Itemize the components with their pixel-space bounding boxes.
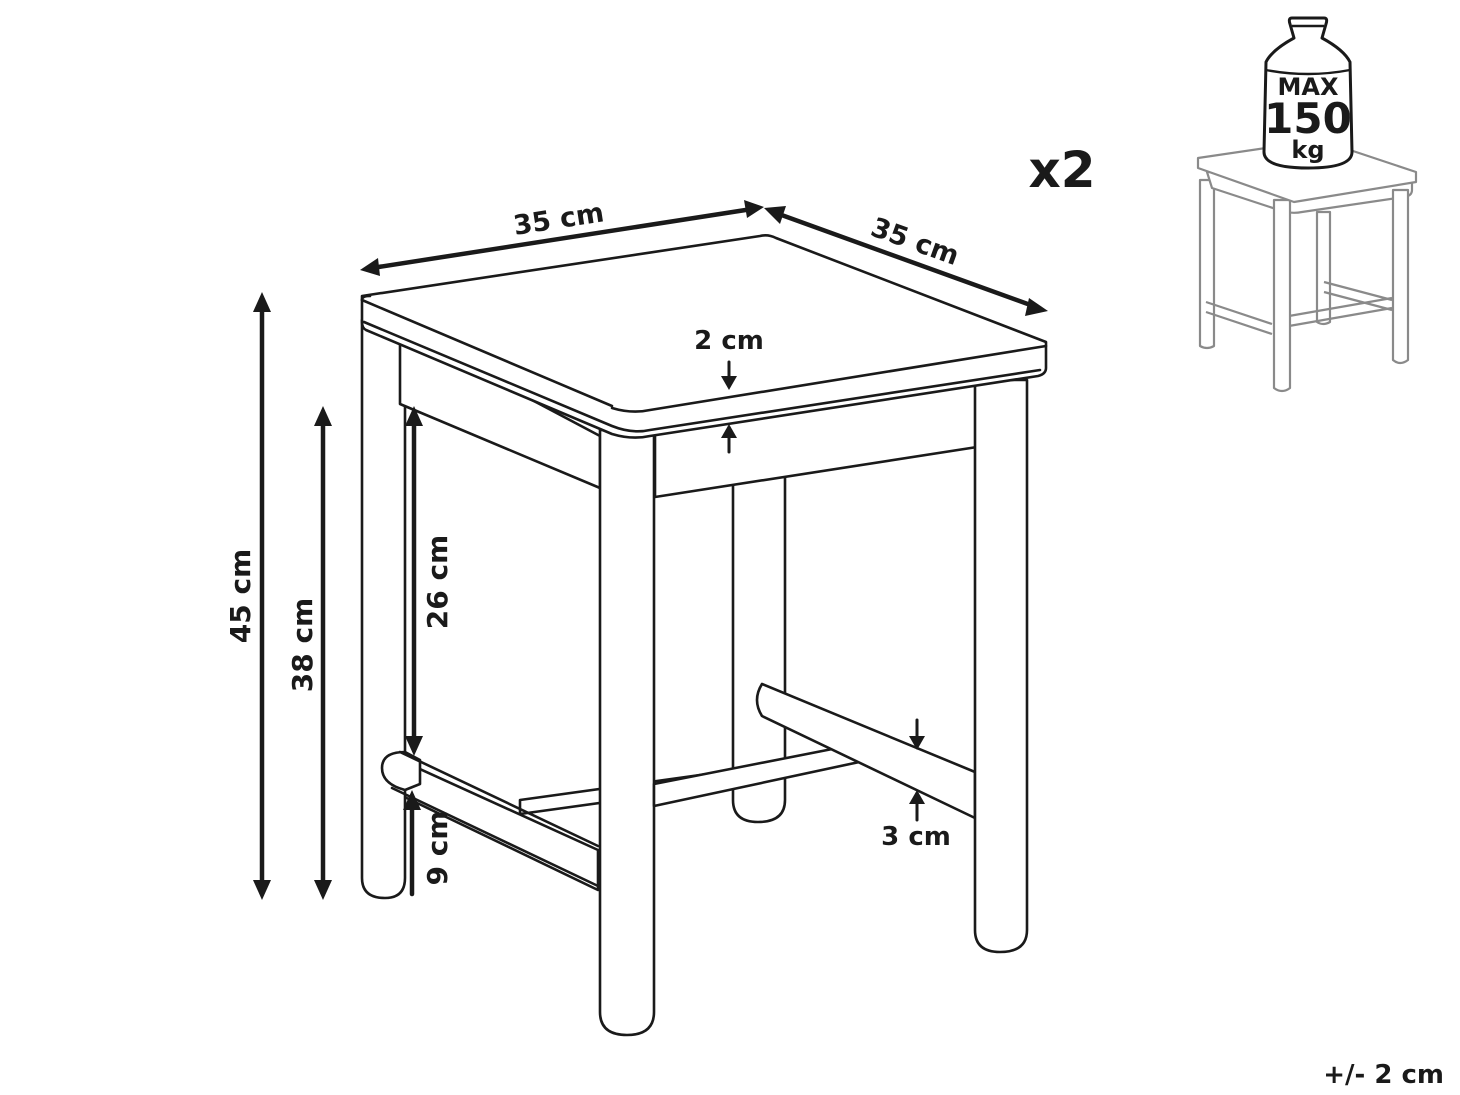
quantity-label: x2 <box>1028 141 1095 199</box>
dim-rail-diameter: 3 cm <box>881 718 951 852</box>
label-rail-diameter: 3 cm <box>881 822 951 852</box>
leg-front-right <box>973 378 1029 954</box>
stool-drawing <box>360 234 1048 1037</box>
weight-icon <box>1262 16 1354 170</box>
load-value: 150 <box>1264 94 1352 143</box>
leg-front-left <box>360 318 407 900</box>
seat-top <box>360 234 1048 439</box>
dim-rail-height: 9 cm <box>403 790 454 897</box>
label-top-thickness: 2 cm <box>694 326 764 356</box>
rail-right <box>755 682 977 820</box>
rail-left-end <box>380 750 422 792</box>
dim-total-height: 45 cm <box>224 292 271 900</box>
label-rail-height: 9 cm <box>421 810 454 885</box>
load-capacity-inset: MAX 150 kg <box>1196 16 1418 393</box>
label-apron-to-rail: 26 cm <box>421 535 454 630</box>
load-unit: kg <box>1291 136 1324 164</box>
leg-front-center <box>598 428 656 1037</box>
load-label-max: MAX <box>1278 73 1339 101</box>
tolerance-note: +/- 2 cm <box>1323 1060 1444 1090</box>
label-seat-height: 38 cm <box>286 598 319 693</box>
dim-top-thickness: 2 cm <box>694 326 764 454</box>
leg-back-right <box>731 478 787 824</box>
label-total-height: 45 cm <box>224 549 257 644</box>
dim-seat-height: 38 cm <box>286 406 332 900</box>
dim-apron-to-rail: 26 cm <box>405 406 454 756</box>
